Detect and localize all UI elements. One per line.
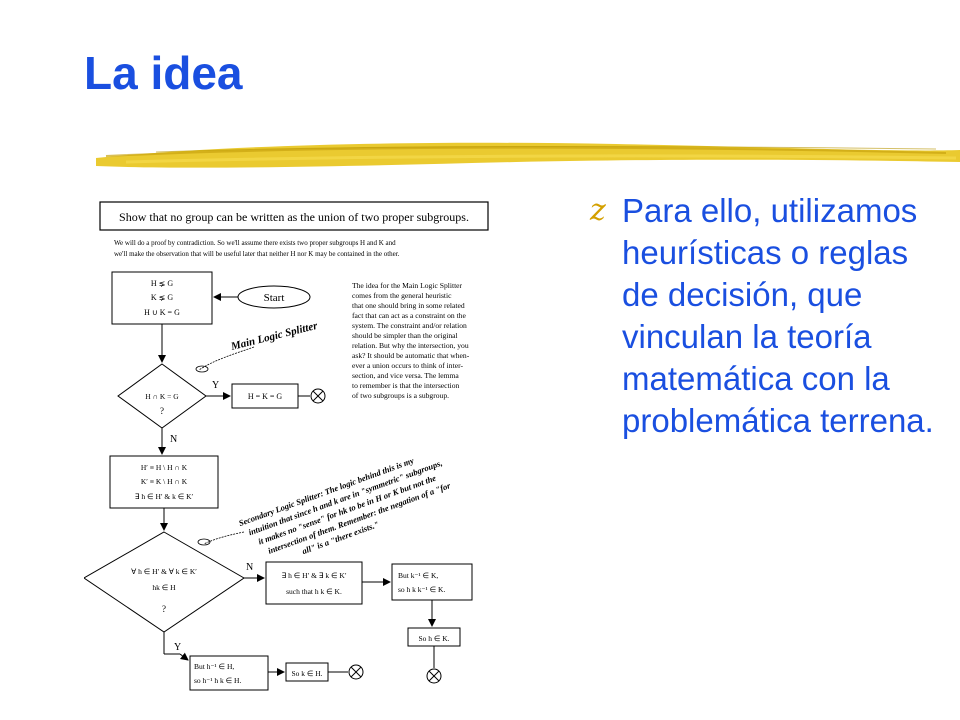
flow-diamond2-line2: hk ∈ H: [152, 583, 176, 592]
flow-box-yes1-text: H = K = G: [248, 392, 283, 401]
flow-header-box: [99, 201, 489, 231]
flow-no-1: N: [170, 434, 177, 445]
bullet-point: z Para ello, utilizamos heurísticas o re…: [590, 190, 950, 441]
flow-box1-line1: H ⪇ G: [151, 279, 173, 288]
flow-box-assumption: [111, 271, 213, 325]
flow-decision-2: [84, 531, 245, 633]
flow-note-2: comes from the general heuristic: [352, 291, 452, 300]
flow-diamond2-q: ?: [162, 604, 166, 614]
flow-header: Show that no group can be written as the…: [119, 210, 469, 224]
flow-diamond1-text: H ∩ K = G: [145, 392, 179, 401]
contradiction-icon: [426, 668, 442, 684]
flow-box-so1-text: So h ∈ K.: [418, 634, 449, 643]
flow-box-definitions: [109, 455, 219, 509]
flow-box1-line2: K ⪇ G: [151, 293, 173, 302]
flow-box-but2: [189, 655, 269, 691]
flow-box2-line2: K′ ≡ K \ H ∩ K: [141, 477, 188, 486]
decorative-brush-stroke: [96, 142, 960, 168]
flow-box-yes1: [231, 383, 299, 409]
flow-diamond1-q: ?: [160, 406, 164, 416]
flow-note-7: relation. But why the intersection, you: [352, 341, 469, 350]
flow-start: Start: [264, 292, 285, 304]
flow-main-splitter: Main Logic Splitter: [229, 320, 320, 353]
flow-diamond2-line1: ∀ h ∈ H′ & ∀ k ∈ K′: [131, 567, 197, 576]
secondary-splitter-note: Secondary Logic Splitter: The logic behi…: [237, 455, 452, 556]
flow-note-1: The idea for the Main Logic Splitter: [352, 281, 463, 290]
flow-box1-line3: H ∪ K = G: [144, 308, 180, 317]
flow-note-5: system. The constraint and/or relation: [352, 321, 467, 330]
flow-box-but2-line1: But h⁻¹ ∈ H,: [194, 662, 234, 671]
flow-note-4: fact that can act as a constraint on the: [352, 311, 466, 320]
flow-intro-line-2: we'll make the observation that will be …: [114, 250, 400, 258]
flow-box-no2: [265, 561, 363, 605]
flow-box2-line3: ∃ h ∈ H′ & k ∈ K′: [135, 492, 194, 501]
flow-box-but2-line2: so h⁻¹ h k ∈ H.: [194, 676, 241, 685]
flow-box-no2-line1: ∃ h ∈ H′ & ∃ k ∈ K′: [282, 571, 347, 580]
flow-note-11: to remember is that the intersection: [352, 381, 460, 390]
flow-box-so2-text: So k ∈ H.: [291, 669, 322, 678]
flow-intro-line-1: We will do a proof by contradiction. So …: [114, 239, 396, 247]
contradiction-icon: [348, 664, 364, 680]
bullet-text: Para ello, utilizamos heurísticas o regl…: [622, 192, 934, 439]
flow-box2-line1: H′ ≡ H \ H ∩ K: [141, 463, 188, 472]
flow-box-but1: [391, 563, 473, 601]
proof-flowchart: Show that no group can be written as the…: [84, 201, 489, 691]
flow-yes-2: Y: [174, 642, 181, 653]
flow-note-3: that one should bring in some related: [352, 301, 465, 310]
bullet-icon: z: [590, 193, 606, 228]
flow-yes-1: Y: [212, 380, 219, 391]
flow-box-no2-line2: such that h k ∈ K.: [286, 587, 342, 596]
flow-box-but1-line1: But k⁻¹ ∈ K,: [398, 571, 438, 580]
flow-note-6: should be simpler than the original: [352, 331, 458, 340]
slide-title: La idea: [84, 47, 243, 99]
flow-box-but1-line2: so h k k⁻¹ ∈ K.: [398, 585, 445, 594]
flow-note-9: ever a union occurs to think of inter-: [352, 361, 463, 370]
flow-note-8: ask? It should be automatic that when-: [352, 351, 470, 360]
contradiction-icon: [310, 388, 326, 404]
flow-note-12: of two subgroups is a subgroup.: [352, 391, 449, 400]
flow-no-2: N: [246, 562, 253, 573]
flow-note-10: section, and vice versa. The lemma: [352, 371, 459, 380]
